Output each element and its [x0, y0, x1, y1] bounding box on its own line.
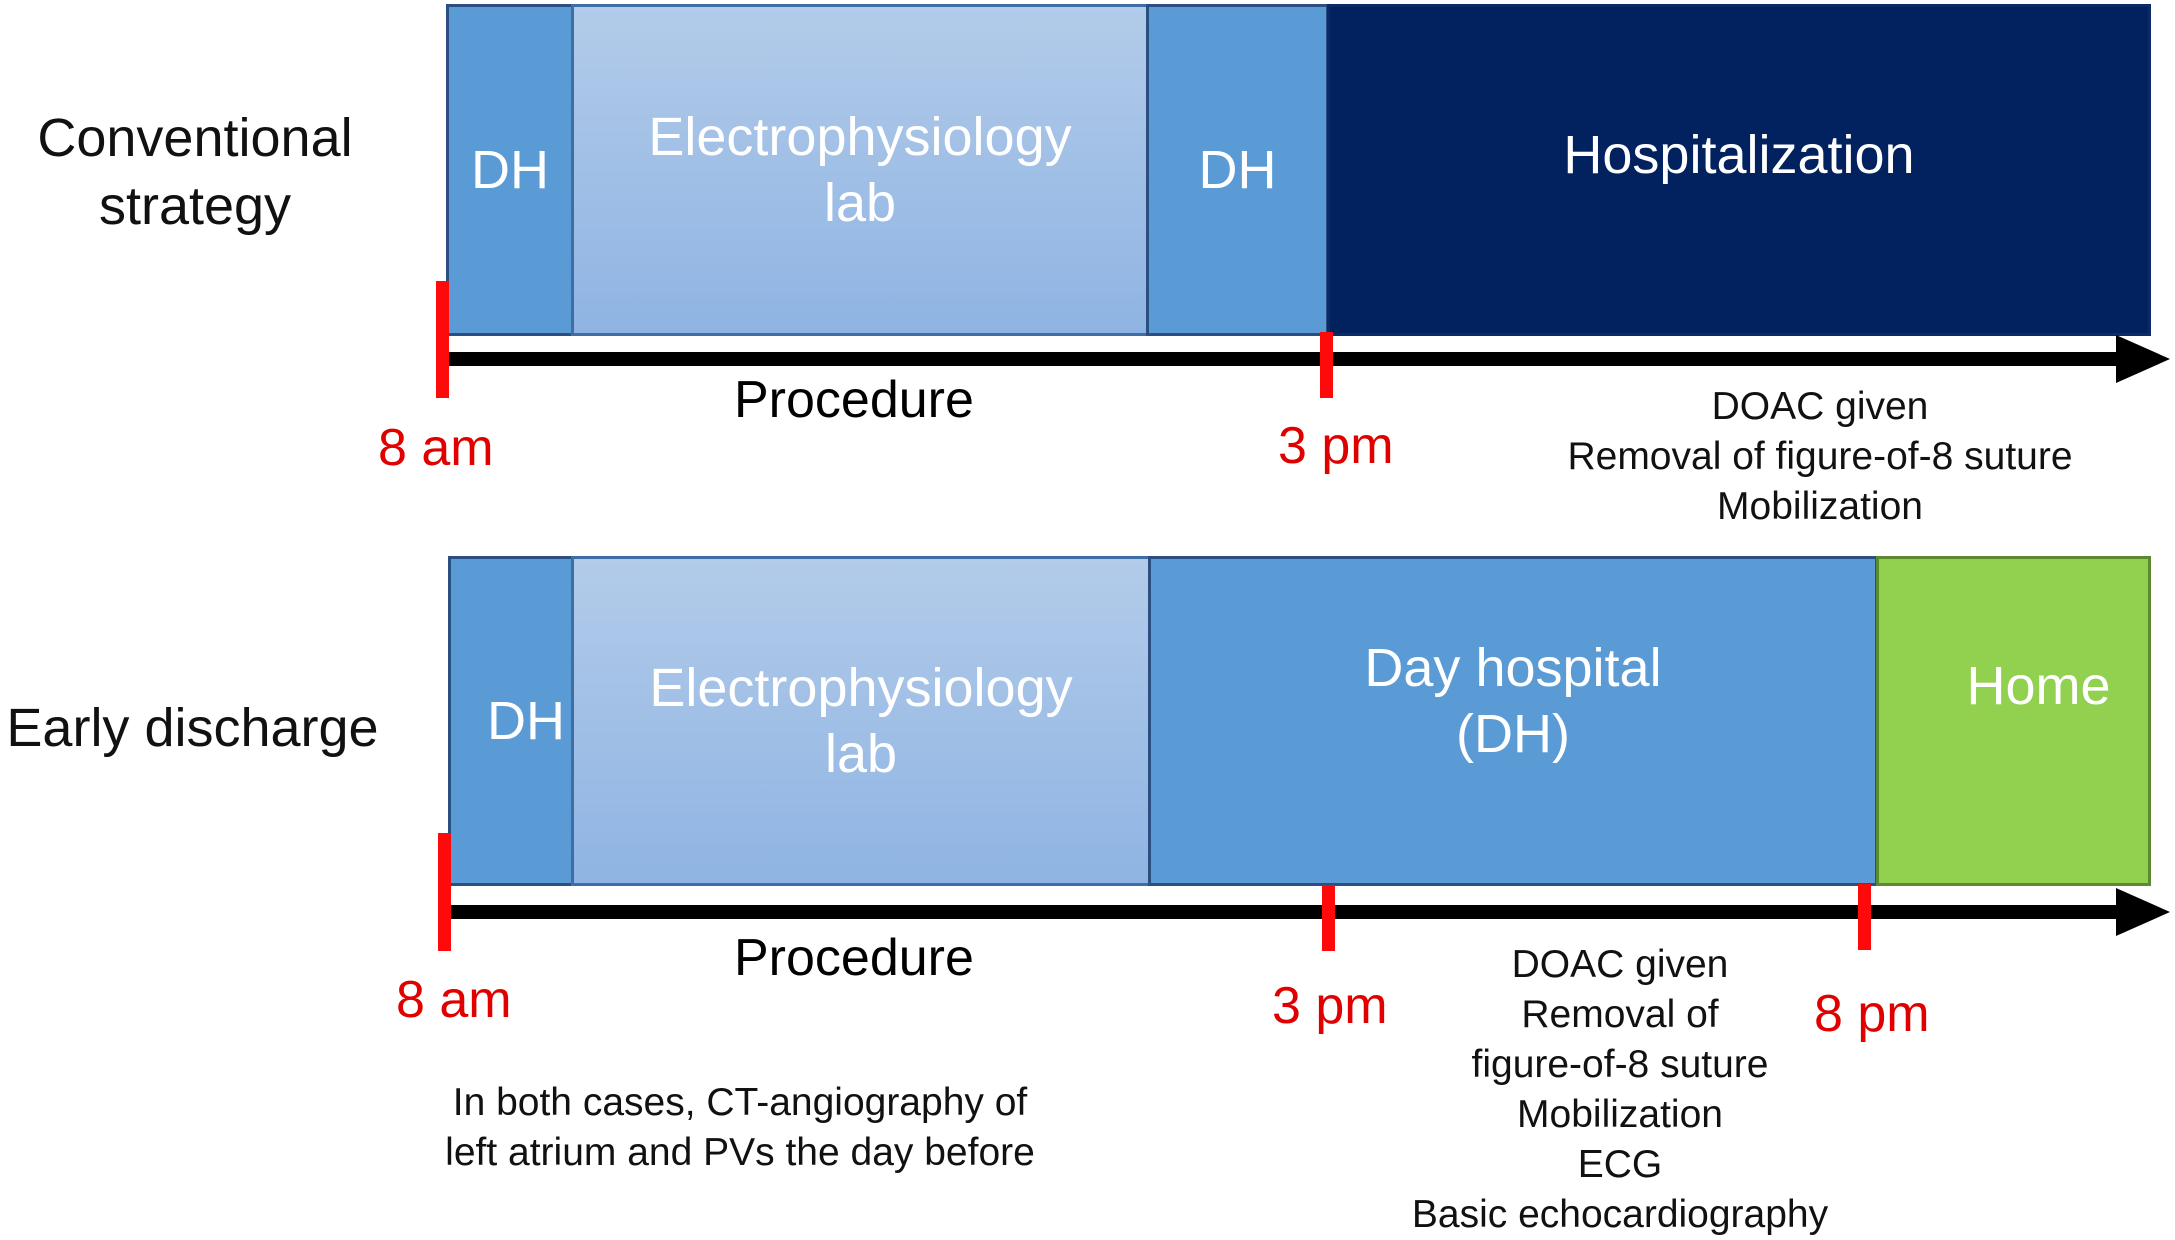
- early-day-hospital-segment: Day hospital (DH): [1148, 556, 1878, 886]
- conventional-timeline-arrow: [446, 352, 2126, 366]
- early-dh-pre-segment: DH: [448, 556, 574, 886]
- early-post-procedure-notes: DOAC given Removal of figure-of-8 suture…: [1380, 940, 1860, 1240]
- conventional-dh-pre-segment: DH: [446, 4, 574, 336]
- early-home-segment: Home: [1876, 556, 2151, 886]
- conventional-time-3pm: 3 pm: [1278, 417, 1394, 475]
- conventional-hospitalization-segment: Hospitalization: [1327, 4, 2151, 336]
- conventional-post-procedure-notes: DOAC given Removal of figure-of-8 suture…: [1510, 382, 2130, 532]
- early-timeline-arrow: [446, 905, 2126, 919]
- early-note-suture: figure-of-8 suture: [1471, 1043, 1769, 1086]
- early-note-ecg: ECG: [1577, 1143, 1663, 1186]
- early-discharge-label: Early discharge: [6, 698, 379, 758]
- early-tick-3pm: [1322, 885, 1335, 951]
- early-note-echo: Basic echocardiography: [1411, 1193, 1829, 1236]
- early-tick-8am: [438, 833, 451, 951]
- footnote-ct-angiography: In both cases, CT-angiography of left at…: [400, 1078, 1080, 1178]
- conventional-note-suture: Removal of figure-of-8 suture: [1567, 435, 2073, 478]
- footnote-line-1: In both cases, CT-angiography of: [452, 1081, 1028, 1124]
- early-time-8pm: 8 pm: [1814, 985, 1930, 1043]
- conventional-procedure-label: Procedure: [734, 371, 974, 429]
- early-note-doac: DOAC given: [1511, 943, 1729, 986]
- early-note-removal: Removal of: [1521, 993, 1719, 1036]
- conventional-time-8am: 8 am: [378, 419, 494, 477]
- conventional-tick-8am: [436, 281, 449, 398]
- conventional-arrow-head: [2116, 335, 2170, 383]
- footnote-line-2: left atrium and PVs the day before: [445, 1131, 1035, 1174]
- conventional-dh-post-segment: DH: [1146, 4, 1329, 336]
- conventional-note-doac: DOAC given: [1711, 385, 1929, 428]
- early-time-8am: 8 am: [396, 971, 512, 1029]
- early-tick-8pm: [1858, 884, 1871, 950]
- conventional-tick-3pm: [1320, 332, 1333, 398]
- early-ep-lab-segment: Electrophysiology lab: [571, 556, 1151, 886]
- early-procedure-label: Procedure: [734, 929, 974, 987]
- conventional-ep-lab-segment: Electrophysiology lab: [571, 4, 1149, 336]
- conventional-note-mobilization: Mobilization: [1717, 485, 1923, 528]
- early-arrow-head: [2116, 888, 2170, 936]
- early-time-3pm: 3 pm: [1272, 977, 1388, 1035]
- early-note-mobilization: Mobilization: [1517, 1093, 1723, 1136]
- conventional-strategy-label: Conventional strategy: [37, 108, 353, 236]
